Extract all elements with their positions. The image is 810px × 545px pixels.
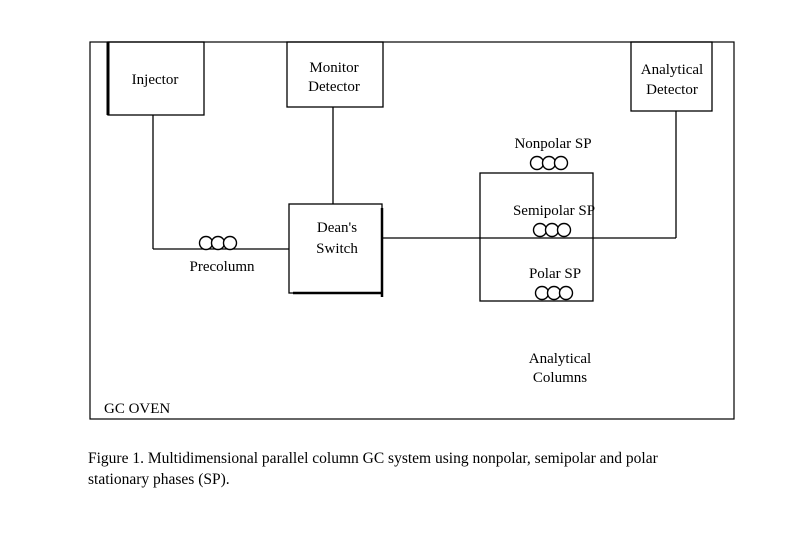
caption-line-1: Figure 1. Multidimensional parallel colu… bbox=[88, 450, 658, 467]
precolumn-label: Precolumn bbox=[190, 259, 255, 275]
polar-coil-icon bbox=[534, 285, 574, 301]
gc-oven-label: GC OVEN bbox=[104, 401, 170, 417]
precolumn-coil-icon bbox=[198, 235, 238, 251]
analytical-detector-label-1: Analytical bbox=[641, 62, 703, 78]
monitor-detector-box bbox=[286, 41, 384, 108]
analytical-columns-label-2: Columns bbox=[533, 370, 587, 386]
deans-switch-label-2: Switch bbox=[316, 241, 358, 257]
polar-label: Polar SP bbox=[529, 266, 581, 282]
analytical-columns-label-1: Analytical bbox=[529, 351, 591, 367]
analytical-detector-label-2: Detector bbox=[646, 82, 698, 98]
gc-oven-frame bbox=[89, 41, 735, 420]
semipolar-coil-icon bbox=[532, 222, 572, 238]
deans-switch-label-1: Dean's bbox=[317, 220, 357, 236]
caption-line-2: stationary phases (SP). bbox=[88, 471, 230, 488]
analytical-columns-box bbox=[479, 172, 594, 302]
injector-label: Injector bbox=[132, 72, 179, 88]
monitor-detector-label-2: Detector bbox=[308, 79, 360, 95]
figure-caption: Figure 1. Multidimensional parallel colu… bbox=[88, 448, 768, 490]
analytical-detector-box bbox=[630, 41, 713, 112]
monitor-detector-label-1: Monitor bbox=[309, 60, 358, 76]
semipolar-label: Semipolar SP bbox=[513, 203, 595, 219]
nonpolar-label: Nonpolar SP bbox=[514, 136, 591, 152]
nonpolar-coil-icon bbox=[529, 155, 569, 171]
